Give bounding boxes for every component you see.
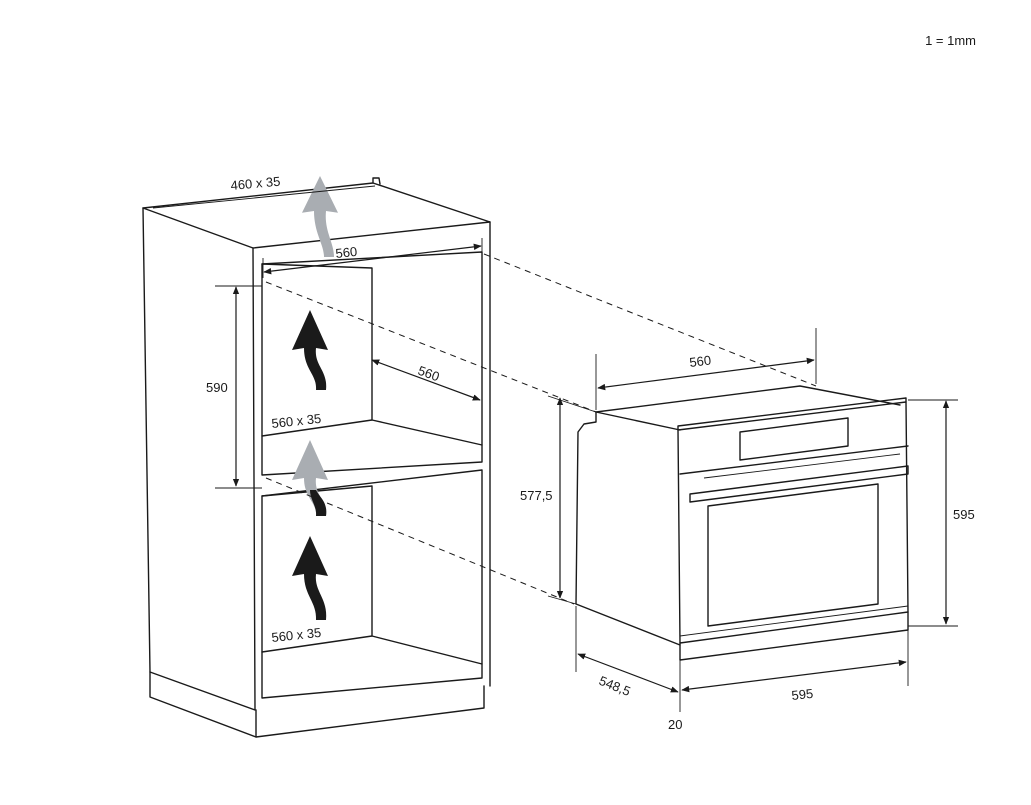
airflow-arrows: [292, 176, 338, 620]
dim-niche-width: [263, 243, 482, 275]
dim-top-vent-line: [152, 185, 376, 209]
airflow-arrow-icon: [292, 440, 328, 516]
oven-front-frame: [677, 401, 909, 644]
oven-control-panel: [679, 445, 909, 475]
oven-dimensions: 560 577,5 595 548,5 595 20: [520, 328, 975, 732]
cabinet: [142, 177, 491, 738]
label-depth: 548,5: [597, 673, 633, 699]
airflow-arrow-icon: [292, 310, 328, 390]
oven-body-side: [595, 411, 681, 431]
label-niche-depth: 560: [416, 363, 442, 385]
oven: [575, 385, 909, 661]
label-niche-height: 590: [206, 380, 228, 395]
projection-lines: [265, 253, 817, 605]
projection-line: [265, 281, 597, 413]
cabinet-side-panel: [142, 207, 256, 711]
lower-niche-floor: [261, 635, 483, 665]
dim-front-width: [681, 659, 907, 693]
label-front-width: 595: [791, 686, 814, 703]
dim-niche-depth: [371, 359, 481, 401]
oven-handle: [689, 465, 909, 503]
upper-niche-floor: [261, 419, 483, 446]
label-front-height: 595: [953, 507, 975, 522]
oven-bottom-strip: [679, 611, 909, 661]
oven-display: [739, 417, 849, 461]
label-front-thickness: 20: [668, 717, 682, 732]
projection-line: [265, 477, 575, 605]
label-middle-vent: 560 x 35: [271, 411, 322, 431]
label-bottom-vent: 560 x 35: [271, 625, 322, 645]
dim-oven-width: [597, 357, 815, 391]
label-top-vent: 460 x 35: [230, 174, 281, 193]
dim-body-height-ext-top: [547, 395, 597, 413]
dim-depth: [577, 653, 679, 693]
cabinet-top: [142, 182, 491, 249]
lower-niche-frame: [261, 469, 483, 699]
oven-window: [707, 483, 879, 627]
cabinet-dimensions: 460 x 35 560 590 560 560 x 35 560 x 35: [152, 174, 483, 645]
oven-front-top-edge: [677, 397, 907, 431]
airflow-arrow-icon: [302, 176, 338, 257]
oven-handle-shadow: [703, 453, 901, 479]
scale-note: 1 = 1mm: [925, 33, 976, 48]
oven-bottom-line: [679, 605, 909, 637]
airflow-arrow-icon: [292, 536, 328, 620]
label-body-height: 577,5: [520, 488, 553, 503]
label-niche-width: 560: [335, 244, 358, 261]
dim-body-height-ext-bottom: [547, 595, 577, 605]
lower-niche-back: [261, 485, 373, 637]
cabinet-top-notch: [372, 177, 381, 185]
label-oven-width: 560: [689, 352, 712, 370]
oven-back-step: [575, 411, 681, 646]
